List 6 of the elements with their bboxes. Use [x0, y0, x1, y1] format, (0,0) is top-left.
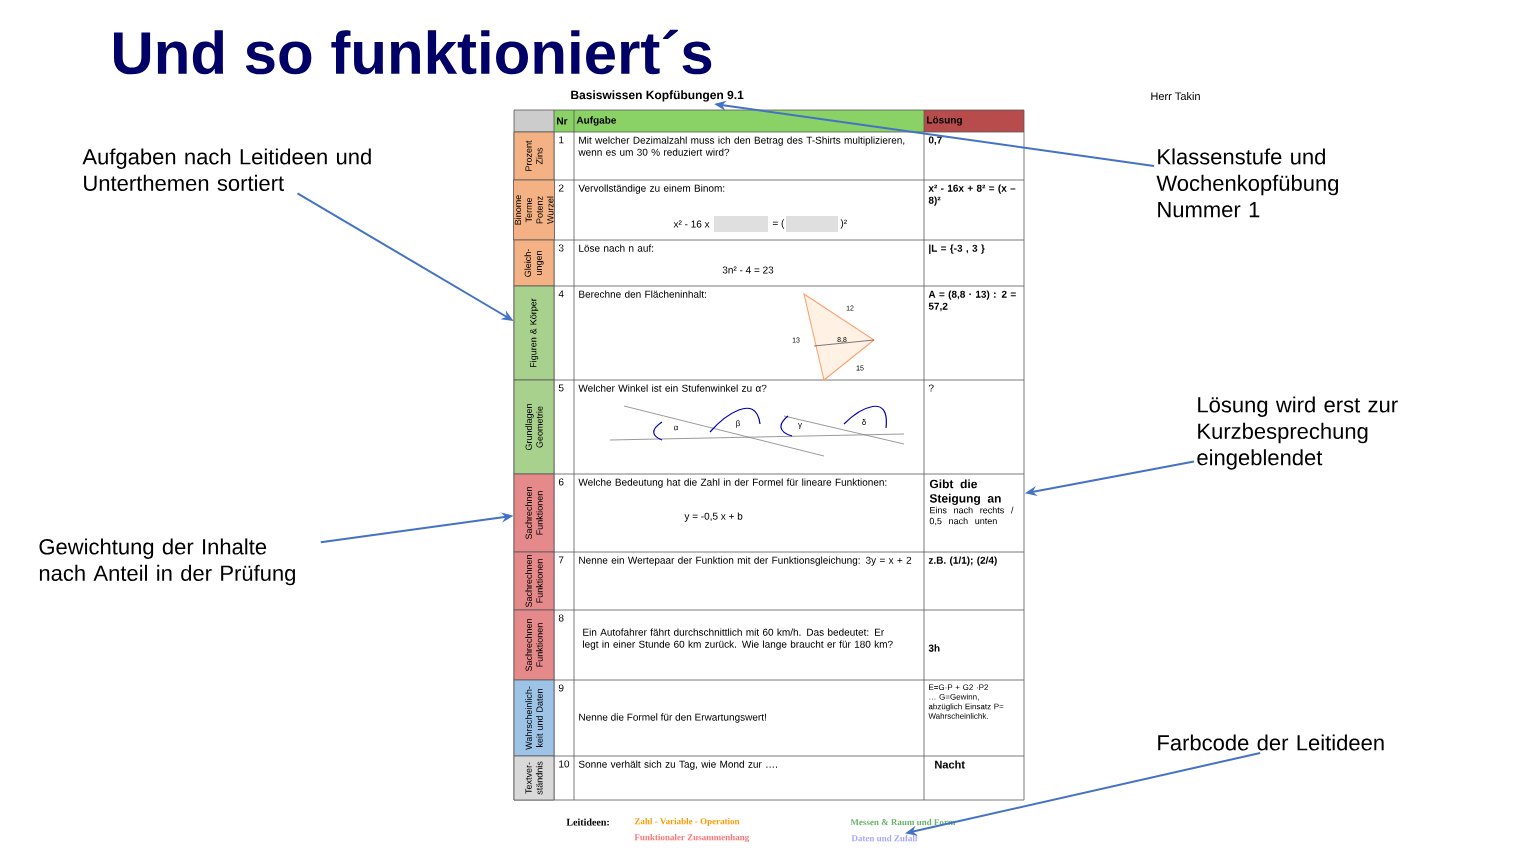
annotation-text: Gewichtung der Inhalte nach Anteil in der Prüfung [39, 538, 295, 586]
title: Und so funktioniert´s [114, 29, 712, 75]
annotation-text: Farbcode der Leitideen [1158, 734, 1384, 751]
annotation-text: Lösung wird erst zur Kurzbesprechung eingeblendet [1197, 396, 1398, 470]
annotation-text: Klassenstufe und Wochenkopfübung Nummer 1 [1156, 148, 1339, 218]
annotation-text: Aufgaben nach Leitideen und Unterthemen sortiert [82, 148, 371, 191]
